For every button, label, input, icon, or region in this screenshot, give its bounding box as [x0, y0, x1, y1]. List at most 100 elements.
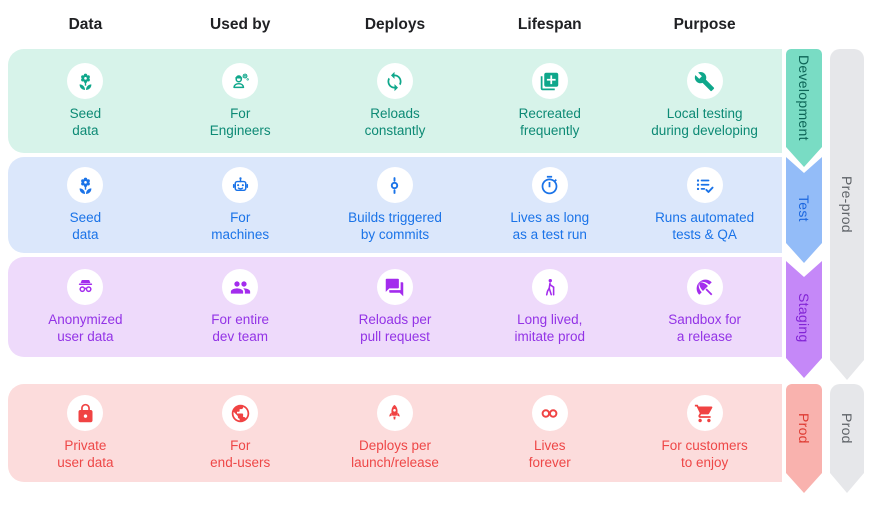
- cell-test-data: Seed data: [8, 157, 163, 253]
- column-header-data: Data: [68, 16, 103, 33]
- cell-test-purpose: Runs automated tests & QA: [627, 157, 782, 253]
- cell-staging-lifespan: Long lived, imitate prod: [472, 257, 627, 357]
- sync-icon: [376, 63, 413, 99]
- cell-prod-lifespan: Lives forever: [472, 384, 627, 482]
- beach-umbrella-icon: [686, 269, 723, 305]
- globe-icon: [222, 395, 259, 431]
- cell-label-line: dev team: [212, 329, 268, 344]
- ribbon-group-prod: Prod: [830, 384, 864, 493]
- cell-prod-deploys: Deploys per launch/release: [318, 384, 473, 482]
- cell-label-line: Reloads: [370, 106, 420, 121]
- commit-icon: [376, 167, 413, 203]
- cell-label-line: Seed: [69, 106, 102, 121]
- cell-label: Private user data: [57, 437, 113, 471]
- ribbon-development-label: Development: [796, 55, 812, 141]
- column-header-purpose: Purpose: [673, 16, 736, 33]
- cell-label-line: user data: [57, 455, 114, 470]
- cell-label: Runs automated tests & QA: [655, 209, 754, 243]
- column-header-lifespan: Lifespan: [517, 16, 582, 33]
- ribbon-test: Test: [786, 157, 822, 263]
- cell-label-line: user data: [57, 329, 114, 344]
- cell-label-line: end-users: [210, 455, 271, 470]
- cell-label-line: Long lived,: [517, 312, 583, 327]
- cell-label-line: For: [230, 106, 251, 121]
- column-header-deploys: Deploys: [364, 16, 426, 33]
- cell-label: Sandbox for a release: [668, 311, 741, 345]
- cell-staging-used-by: For entire dev team: [163, 257, 318, 357]
- ribbon-development: Development: [786, 49, 822, 167]
- cell-label-line: launch/release: [351, 455, 439, 470]
- cell-label: Lives as long as a test run: [510, 209, 589, 243]
- env-row-staging: Anonymized user data For entire dev team…: [8, 257, 782, 357]
- cell-label-line: Lives as long: [510, 210, 590, 225]
- cell-label-line: Local testing: [666, 106, 743, 121]
- timer-icon: [531, 167, 568, 203]
- cell-label-line: Lives: [534, 438, 566, 453]
- cell-staging-data: Anonymized user data: [8, 257, 163, 357]
- cell-label: Lives forever: [529, 437, 571, 471]
- cell-label-line: Seed: [69, 210, 102, 225]
- seed-icon: [67, 63, 104, 99]
- cell-label-line: tests & QA: [672, 227, 737, 242]
- engineer-icon: [222, 63, 259, 99]
- cell-label: Local testing during developing: [651, 105, 758, 139]
- column-header-used-by: Used by: [210, 16, 271, 33]
- column-headers: Data Used by Deploys Lifespan Purpose: [8, 16, 782, 34]
- cell-label-line: frequently: [520, 123, 580, 138]
- cell-label-line: constantly: [364, 123, 426, 138]
- cell-label-line: Sandbox for: [668, 312, 741, 327]
- cell-label-line: Builds triggered: [348, 210, 442, 225]
- env-row-prod: Private user data For end-users Deploys …: [8, 384, 782, 482]
- cell-label: Anonymized user data: [48, 311, 122, 345]
- cell-label-line: during developing: [651, 123, 758, 138]
- cell-development-lifespan: Recreated frequently: [472, 49, 627, 153]
- checklist-icon: [686, 167, 723, 203]
- cell-label-line: forever: [528, 455, 571, 470]
- cell-label-line: Reloads per: [358, 312, 432, 327]
- cell-label: Deploys per launch/release: [351, 437, 439, 471]
- cell-label-line: Deploys per: [358, 438, 431, 453]
- cell-label-line: pull request: [360, 329, 430, 344]
- cell-development-deploys: Reloads constantly: [318, 49, 473, 153]
- cell-label-line: For entire: [211, 312, 270, 327]
- cell-label: Long lived, imitate prod: [515, 311, 586, 345]
- chat-icon: [376, 269, 413, 305]
- cell-label: For entire dev team: [211, 311, 269, 345]
- ribbon-prod-label: Prod: [796, 413, 812, 444]
- library-add-icon: [531, 63, 568, 99]
- cell-label-line: by commits: [360, 227, 430, 242]
- cell-label: Recreated frequently: [519, 105, 581, 139]
- wrench-icon: [686, 63, 723, 99]
- group-icon: [222, 269, 259, 305]
- cell-label: For Engineers: [210, 105, 271, 139]
- cell-development-used-by: For Engineers: [163, 49, 318, 153]
- cell-label-line: as a test run: [512, 227, 587, 242]
- cell-label-line: data: [72, 227, 99, 242]
- ribbon-staging-label: Staging: [796, 292, 812, 343]
- cell-label-line: For: [230, 438, 251, 453]
- cell-development-data: Seed data: [8, 49, 163, 153]
- ribbon-staging: Staging: [786, 261, 822, 378]
- cell-label-line: Recreated: [518, 106, 581, 121]
- cell-label-line: Runs automated: [655, 210, 755, 225]
- cell-prod-purpose: For customers to enjoy: [627, 384, 782, 482]
- cell-test-used-by: For machines: [163, 157, 318, 253]
- cell-staging-deploys: Reloads per pull request: [318, 257, 473, 357]
- infinity-icon: [531, 395, 568, 431]
- cell-label-line: to enjoy: [680, 455, 729, 470]
- cell-label: Seed data: [70, 105, 102, 139]
- ribbon-group-prod-label: Prod: [839, 413, 855, 444]
- cell-label-line: machines: [211, 227, 270, 242]
- cell-test-deploys: Builds triggered by commits: [318, 157, 473, 253]
- cell-label: Builds triggered by commits: [348, 209, 442, 243]
- elderly-icon: [531, 269, 568, 305]
- cell-test-lifespan: Lives as long as a test run: [472, 157, 627, 253]
- cell-label-line: data: [72, 123, 99, 138]
- cell-development-purpose: Local testing during developing: [627, 49, 782, 153]
- ribbon-prod: Prod: [786, 384, 822, 493]
- cell-label-line: For: [230, 210, 251, 225]
- cell-label-line: Anonymized: [48, 312, 123, 327]
- robot-icon: [222, 167, 259, 203]
- cell-label-line: Engineers: [209, 123, 271, 138]
